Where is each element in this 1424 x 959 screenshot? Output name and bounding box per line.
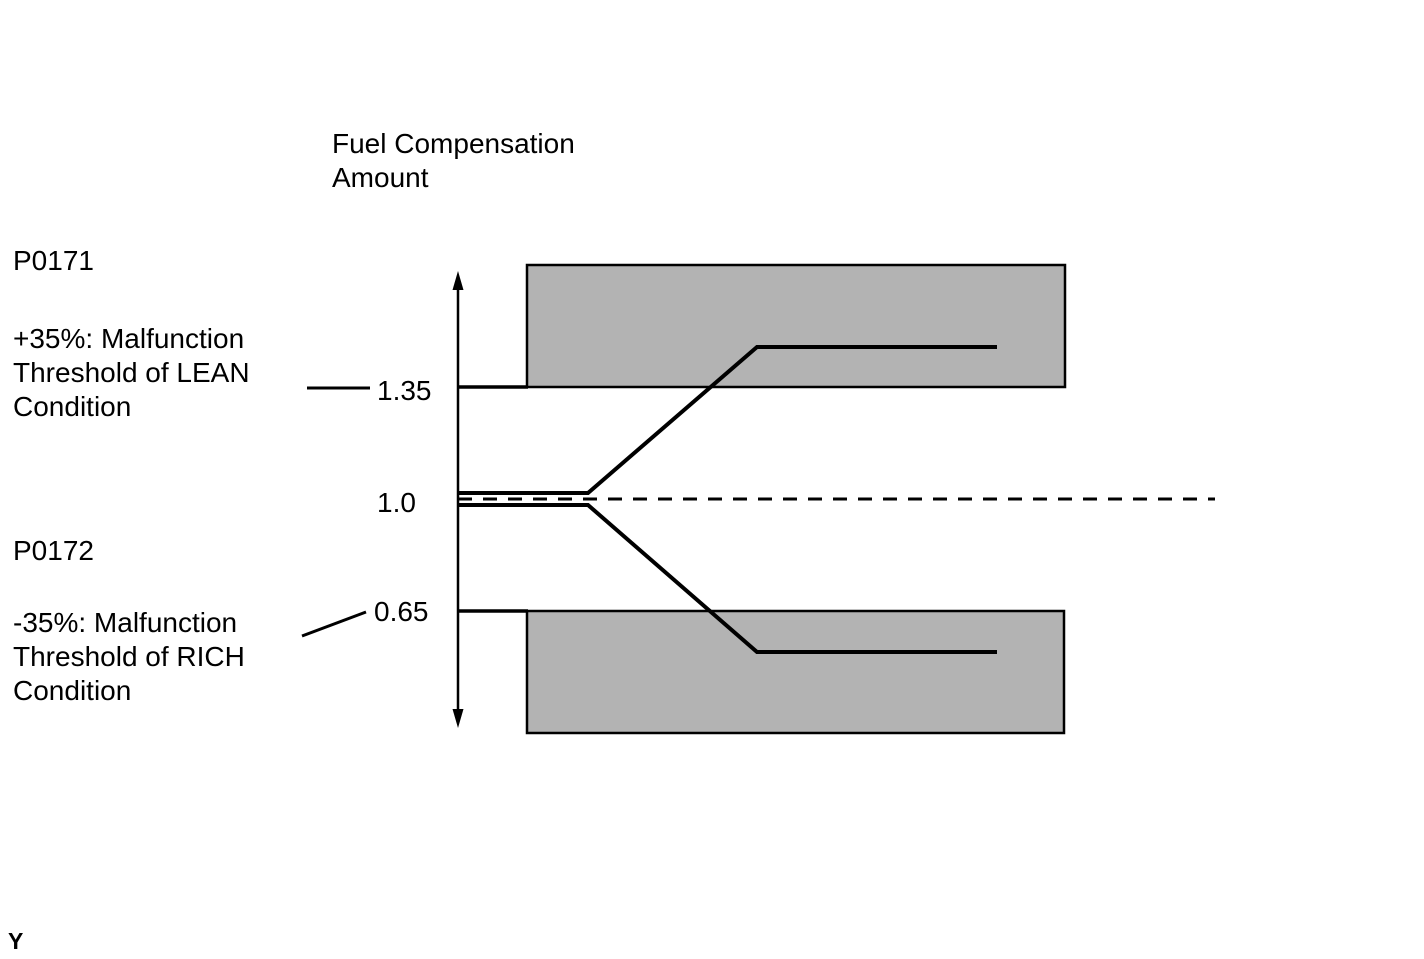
lean-dtc-code-label: P0171	[13, 245, 94, 276]
rich-malfunction-region-box	[525, 609, 1066, 735]
lean-threshold-note: +35%: Malfunction Threshold of LEAN Cond…	[13, 323, 250, 422]
rich-dtc-code-label: P0172	[13, 535, 94, 566]
rich-compensation-trace	[458, 503, 997, 654]
rich-value-leader-line	[301, 610, 367, 638]
lean-malfunction-region-box	[525, 263, 1067, 389]
rich-threshold-note: -35%: Malfunction Threshold of RICH Cond…	[13, 607, 245, 706]
axis-value-center: 1.0	[377, 487, 416, 518]
lean-compensation-trace	[458, 345, 997, 495]
axis-value-lower: 0.65	[374, 596, 429, 627]
diagram-title: Fuel Compensation Amount	[332, 128, 575, 193]
axis-value-upper: 1.35	[377, 375, 432, 406]
axis-arrow-up-icon	[452, 271, 464, 290]
corner-y-label: Y	[8, 928, 24, 954]
axis-arrow-down-icon	[452, 709, 464, 728]
